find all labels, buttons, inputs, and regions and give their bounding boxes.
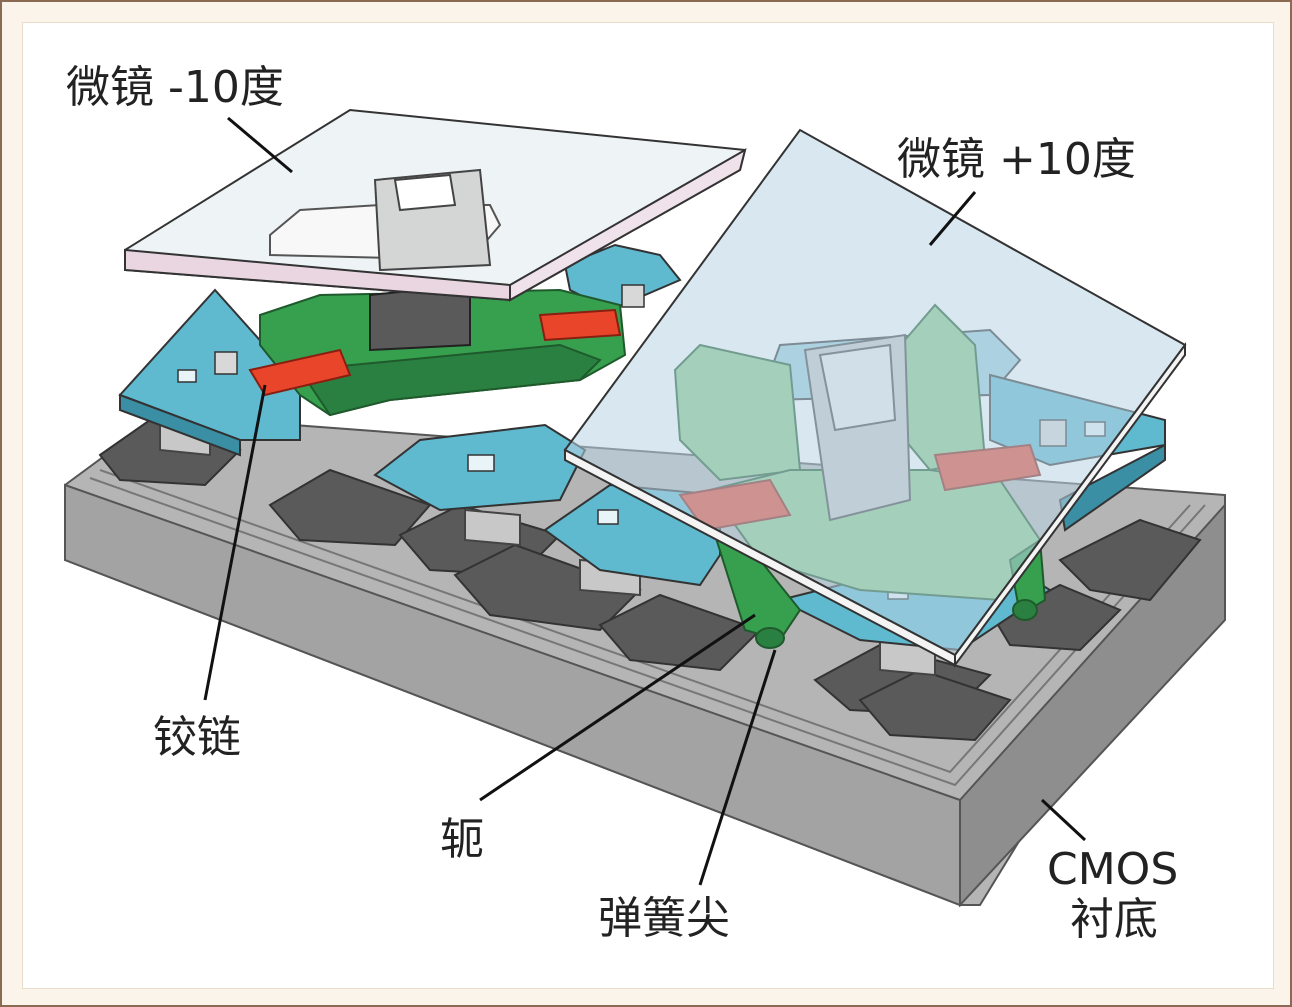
label-hinge: 铰链 [153, 712, 241, 763]
left-electrode [118, 243, 682, 457]
label-cmos: CMOS [1047, 844, 1179, 895]
label-mirror-plus-10: 微镜 +10度 [897, 134, 1136, 185]
label-yoke: 轭 [440, 814, 484, 865]
leader-lines [203, 116, 1087, 886]
label-spring-tip: 弹簧尖 [598, 893, 730, 944]
label-substrate: 衬底 [1070, 894, 1158, 945]
mirror-minus-10 [124, 108, 747, 302]
label-mirror-minus-10: 微镜 -10度 [66, 62, 284, 113]
mirror-plus-10 [563, 128, 1187, 669]
left-hinges [248, 308, 622, 397]
left-yoke [259, 283, 627, 417]
